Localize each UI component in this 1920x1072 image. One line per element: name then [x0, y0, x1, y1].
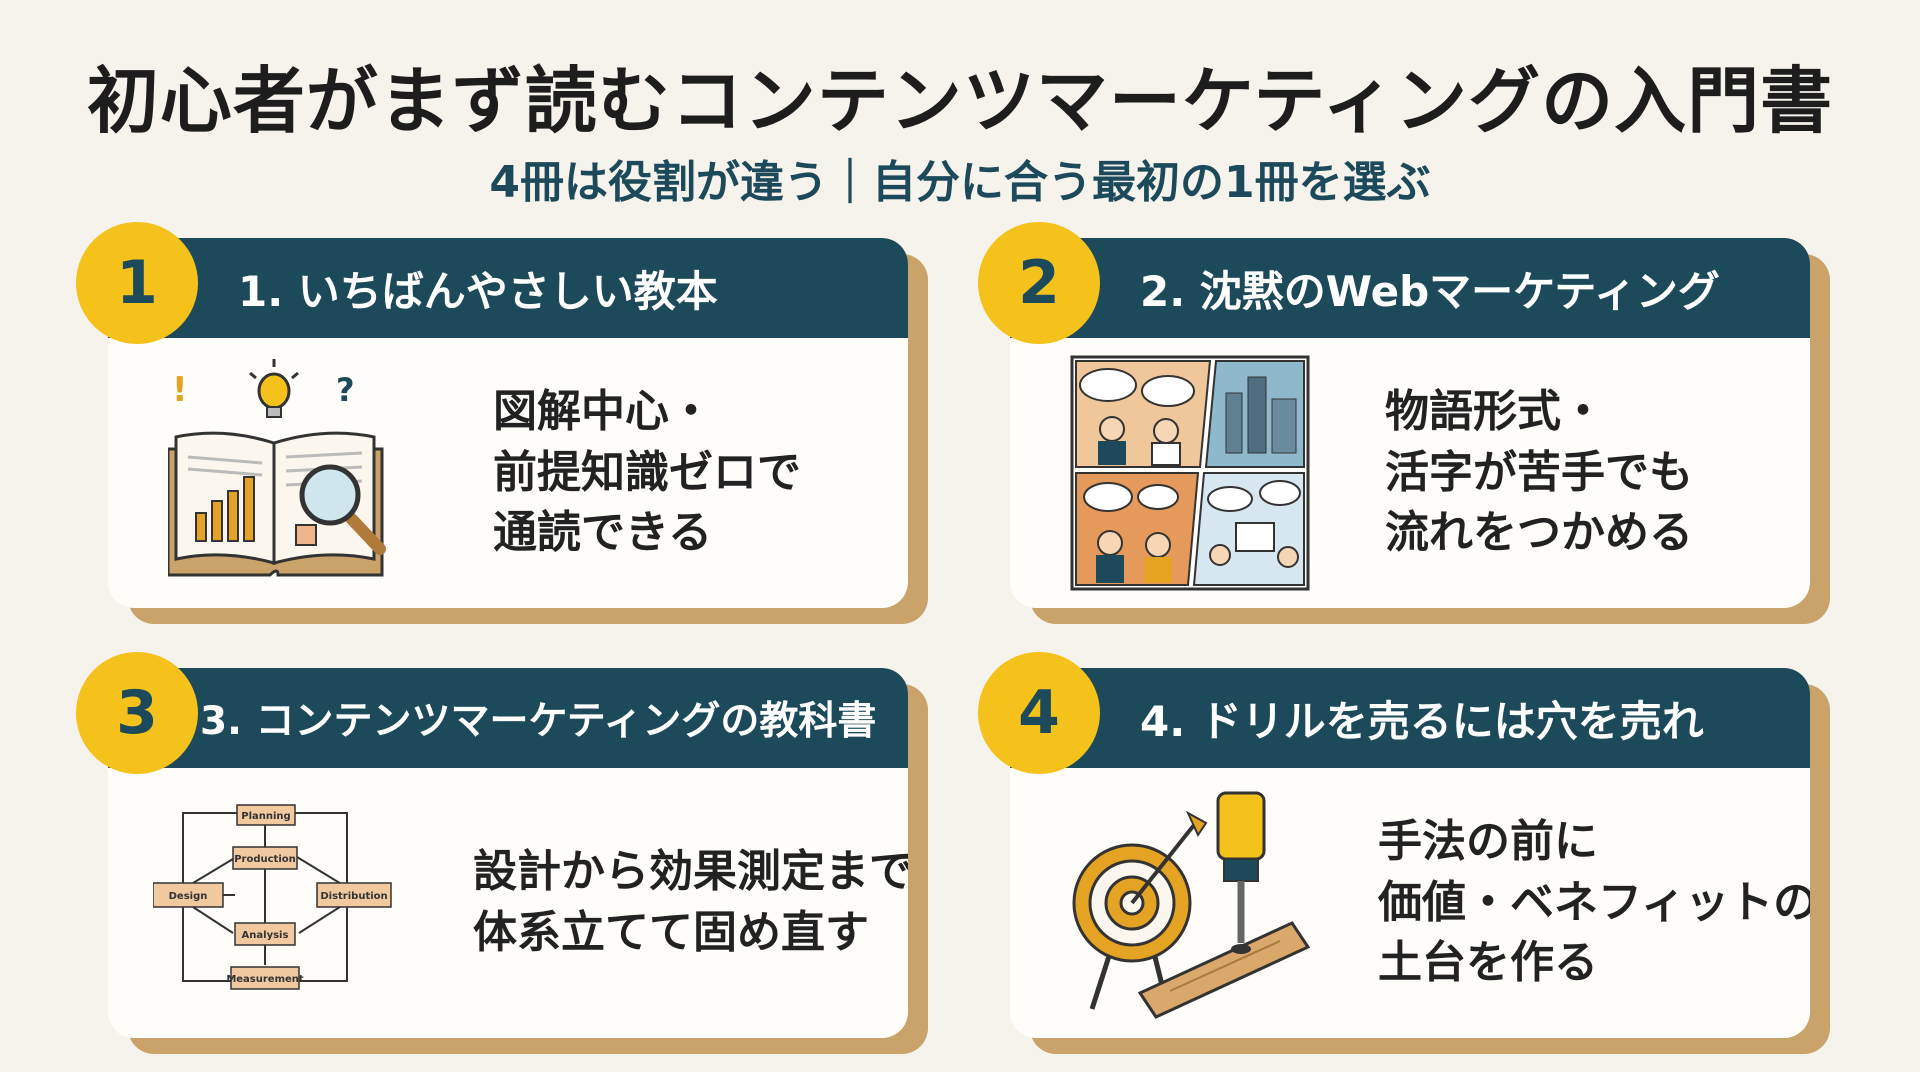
card-description: 図解中心・ 前提知識ゼロで 通読できる	[493, 353, 801, 593]
description-line: 手法の前に	[1378, 815, 1598, 867]
description-line: 体系立てて固め直す	[473, 907, 869, 958]
description-line: 価値・ベネフィットの	[1378, 876, 1810, 928]
card-title: 2. 沈黙のWebマーケティング	[1140, 266, 1720, 316]
page-title: 初心者がまず読むコンテンツマーケティングの入門書	[86, 59, 1834, 143]
diagram-node-planning: Planning	[241, 811, 290, 822]
card-description: 手法の前に 価値・ベネフィットの 土台を作る	[1378, 783, 1810, 1023]
number-badge: 3	[76, 652, 198, 774]
svg-text:?: ?	[336, 371, 355, 409]
description-line: 通読できる	[493, 507, 713, 559]
card-body: 1. いちばんやさしい教本 ! ?	[108, 238, 908, 608]
number-badge: 2	[978, 222, 1100, 344]
card-body: 2. 沈黙のWebマーケティング	[1010, 238, 1810, 608]
book-card-1: 1. いちばんやさしい教本 ! ?	[76, 222, 928, 624]
card-description: 設計から効果測定まで 体系立てて固め直す	[473, 783, 908, 1023]
description-line: 設計から効果測定まで	[473, 846, 908, 898]
card-title: 1. いちばんやさしい教本	[238, 266, 718, 316]
description-line: 前提知識ゼロで	[493, 446, 801, 498]
number-badge: 4	[978, 652, 1100, 774]
card-header: 2. 沈黙のWebマーケティング	[1010, 238, 1810, 338]
target-drill-icon	[1072, 791, 1310, 1019]
book-card-4: 4. ドリルを売るには穴を売れ 手法の前に 価値・ベネフィッ	[978, 652, 1830, 1054]
page-subtitle: 4冊は役割が違う｜自分に合う最初の1冊を選ぶ	[489, 157, 1431, 208]
card-header: 1. いちばんやさしい教本	[108, 238, 908, 338]
number-badge: 1	[76, 222, 198, 344]
card-description: 物語形式・ 活字が苦手でも 流れをつかめる	[1385, 353, 1693, 593]
diagram-node-production: Production	[234, 854, 296, 865]
card-title: 4. ドリルを売るには穴を売れ	[1140, 696, 1704, 746]
description-line: 活字が苦手でも	[1385, 446, 1693, 498]
card-body: 3. コンテンツマーケティングの教科書	[108, 668, 908, 1038]
card-body: 4. ドリルを売るには穴を売れ 手法の前に 価値・ベネフィッ	[1010, 668, 1810, 1038]
diagram-node-distribution: Distribution	[320, 891, 387, 902]
book-card-2: 2. 沈黙のWebマーケティング	[978, 222, 1830, 624]
diagram-node-design: Design	[169, 891, 208, 902]
svg-text:!: !	[172, 370, 188, 410]
open-book-magnifier-icon: ! ?	[168, 359, 386, 577]
card-title: 3. コンテンツマーケティングの教科書	[200, 699, 877, 744]
diagram-node-measurement: Measurement	[226, 974, 304, 985]
description-line: 図解中心・	[493, 385, 713, 437]
comic-panels-icon	[1070, 355, 1310, 591]
book-card-3: 3. コンテンツマーケティングの教科書	[76, 652, 928, 1054]
card-header: 4. ドリルを売るには穴を売れ	[1010, 668, 1810, 768]
process-flow-diagram-icon: Planning Production Design Distribution …	[153, 804, 392, 990]
description-line: 流れをつかめる	[1385, 507, 1693, 559]
description-line: 土台を作る	[1378, 937, 1598, 989]
diagram-node-analysis: Analysis	[242, 930, 289, 941]
card-header: 3. コンテンツマーケティングの教科書	[108, 668, 908, 768]
description-line: 物語形式・	[1385, 385, 1605, 437]
